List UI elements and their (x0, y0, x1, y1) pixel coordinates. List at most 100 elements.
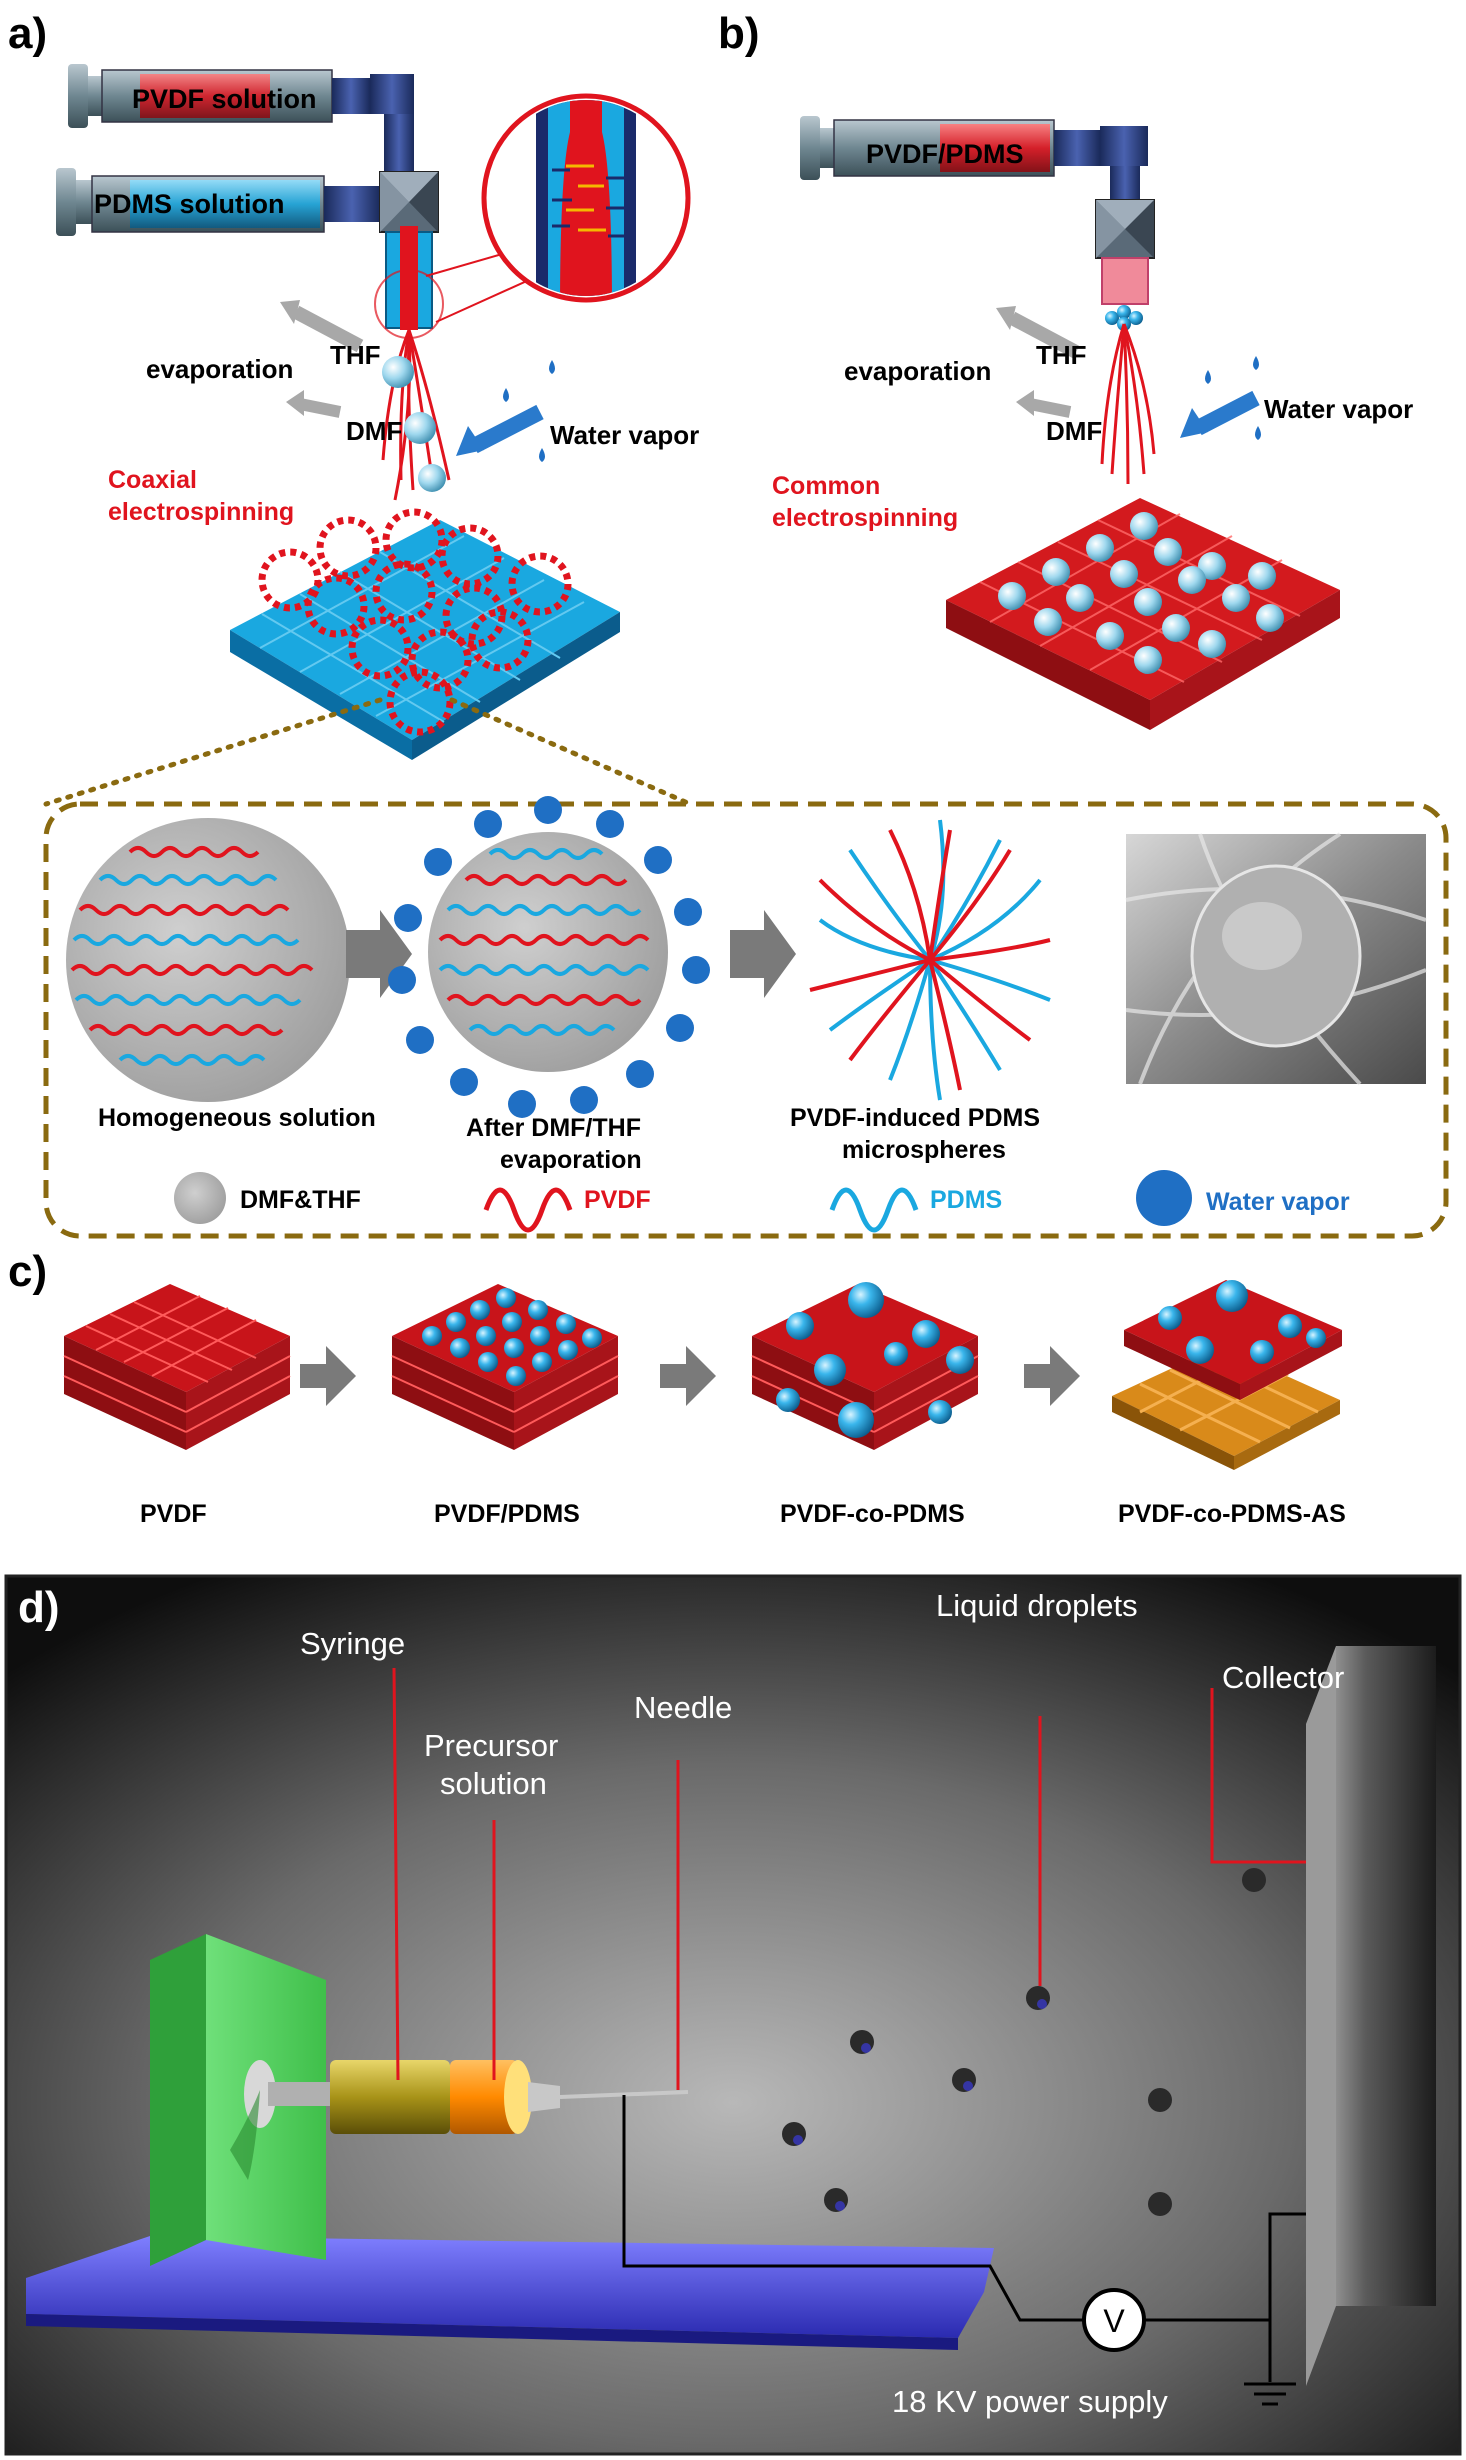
blend-dmf-arrow (1028, 398, 1072, 418)
pvdf-mesh (63, 1284, 291, 1450)
blend-dmf-label: DMF (1046, 416, 1102, 446)
blend-evaporation-label: evaporation (844, 356, 991, 386)
step3-label-line2: microspheres (842, 1136, 1006, 1164)
panel-c: c) (8, 1247, 1346, 1528)
stage3-label: PVDF-co-PDMS (780, 1500, 965, 1528)
blend-syringe-label: PVDF/PDMS (866, 139, 1024, 169)
step3-label-line1: PVDF-induced PDMS (790, 1104, 1040, 1132)
step2-label-line1: After DMF/THF (466, 1114, 641, 1142)
voltmeter-icon (1082, 2288, 1146, 2352)
arrow-c1 (300, 1346, 356, 1406)
panel-a-label: a) (8, 9, 47, 58)
mechanism-frame (43, 801, 1449, 1239)
pvdf-syringe (68, 64, 414, 174)
droplet (418, 464, 446, 492)
blend-water-vapor-arrow (1194, 390, 1260, 436)
panel-c-label: c) (8, 1247, 47, 1296)
zoom-inset (481, 93, 691, 303)
panel-d-label: d) (18, 1583, 60, 1632)
collector-3d (1306, 1646, 1436, 2386)
blend-jet-fibres (1100, 323, 1156, 485)
legend-pvdf-swatch (483, 1187, 573, 1233)
pvdf-pdms-mesh (391, 1284, 619, 1450)
legend: DMF&THF PVDF PDMS Water vapor (174, 1170, 1350, 1233)
water-vapor-label: Water vapor (550, 420, 699, 450)
common-membrane (946, 498, 1340, 730)
evaporation-label: evaporation (146, 354, 293, 384)
blend-water-drops (1205, 356, 1261, 440)
legend-water-label: Water vapor (1206, 1188, 1350, 1216)
jet-fibres (381, 329, 451, 501)
needle-label: Needle (634, 1690, 732, 1725)
zoom-line-right (449, 697, 693, 807)
precursor-label-line1: Precursor (424, 1728, 558, 1763)
legend-pdms-swatch (829, 1187, 919, 1233)
legend-solvent-swatch (174, 1172, 226, 1224)
ground-icon (1244, 2382, 1296, 2406)
pvdf-co-pdms-mesh (751, 1282, 979, 1450)
tip-droplets (1105, 305, 1143, 331)
microsphere-chains (809, 819, 1051, 1101)
voltmeter-label: V (1103, 2303, 1125, 2339)
zoom-line-left (43, 697, 383, 807)
syringe-3d (268, 2060, 689, 2134)
dmf-arrow (298, 398, 342, 418)
leader-lines (392, 1667, 1306, 2090)
droplets-label: Liquid droplets (936, 1588, 1138, 1623)
arrow-c2 (660, 1346, 716, 1406)
panel-b-label: b) (718, 9, 760, 58)
thf-label: THF (330, 340, 381, 370)
base-platform (26, 2236, 994, 2338)
evaporated-disk (388, 796, 710, 1118)
pvdf-co-pdms-as-mesh (1112, 1280, 1342, 1470)
water-vapor-dots (388, 796, 710, 1118)
syringe-label: Syringe (300, 1626, 405, 1661)
syringe-barrel (330, 2060, 450, 2134)
sem-micrograph (1125, 832, 1427, 1086)
pdms-syringe-label: PDMS solution (94, 189, 285, 219)
coaxial-needle-core (400, 226, 418, 330)
collector-label: Collector (1222, 1660, 1344, 1695)
dmf-label: DMF (346, 416, 402, 446)
precursor-label-line2: solution (440, 1766, 547, 1801)
coaxial-label-line1: Coaxial (108, 466, 197, 494)
liquid-droplets-3d (782, 1868, 1266, 2216)
blend-thf-arrow (1008, 311, 1080, 359)
arrow-step2-3 (730, 910, 796, 998)
needle-3d (559, 2090, 689, 2099)
thf-arrow (292, 305, 364, 353)
pdms-syringe (56, 168, 380, 236)
water-drops (503, 360, 555, 462)
wire-needle (622, 2095, 1084, 2322)
droplet (404, 412, 436, 444)
microspheres-red (258, 508, 572, 736)
step1-label: Homogeneous solution (98, 1104, 376, 1132)
coaxial-junction (379, 171, 439, 233)
mechanism-box: Homogeneous solution After DMF/ (43, 796, 1449, 1239)
stage1-label: PVDF (140, 1500, 207, 1528)
blend-water-vapor-label: Water vapor (1264, 394, 1413, 424)
pvdf-syringe-label: PVDF solution (132, 84, 317, 114)
droplet (382, 356, 414, 388)
blend-thf-label: THF (1036, 340, 1087, 370)
stage2-label: PVDF/PDMS (434, 1500, 580, 1528)
panel-a: a) PVDF solution PDMS solution (8, 9, 699, 807)
legend-solvent-label: DMF&THF (240, 1186, 361, 1214)
homogeneous-solution-disk (66, 818, 350, 1102)
syringe-pump-wall (150, 1934, 326, 2266)
blend-syringe (800, 116, 1155, 305)
coaxial-label-line2: electrospinning (108, 498, 294, 526)
water-vapor-arrow (470, 404, 544, 454)
common-label-line1: Common (772, 472, 880, 500)
panel-d: d) (4, 1574, 1462, 2456)
legend-pvdf-label: PVDF (584, 1186, 651, 1214)
legend-pdms-label: PDMS (930, 1186, 1002, 1214)
stage4-label: PVDF-co-PDMS-AS (1118, 1500, 1346, 1528)
common-label-line2: electrospinning (772, 504, 958, 532)
power-supply-label: 18 KV power supply (892, 2384, 1168, 2419)
arrow-c3 (1024, 1346, 1080, 1406)
precursor-solution (450, 2060, 518, 2134)
step2-label-line2: evaporation (500, 1146, 642, 1174)
panel-b: b) PVDF/PDMS THF evaporation (718, 9, 1413, 730)
